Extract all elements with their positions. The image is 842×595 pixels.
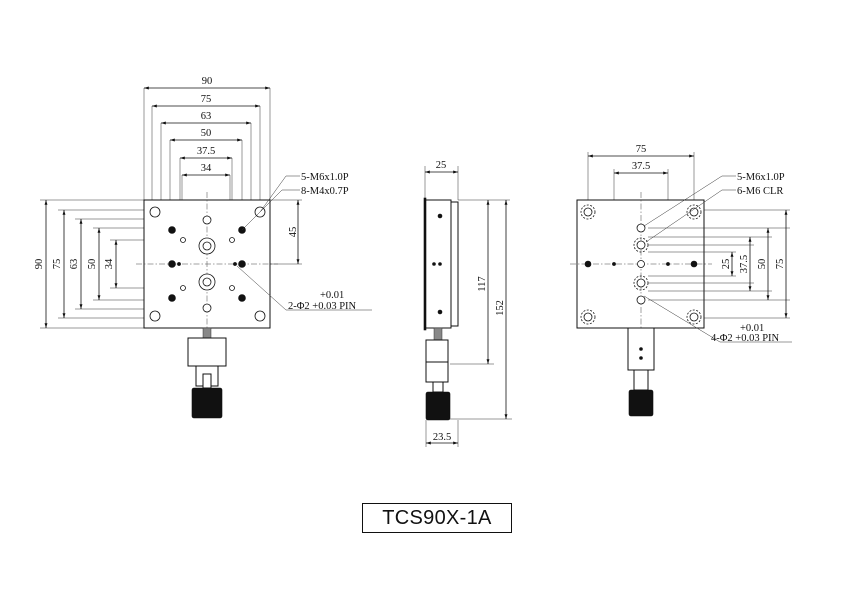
top-height-dim-75: 75	[52, 259, 63, 270]
bottom-width-dim-37-5: 37.5	[632, 161, 650, 172]
bottom-view: 75 37.5	[570, 144, 792, 417]
side-dim-117: 117	[477, 276, 488, 291]
top-view: 90 75 63 50 37.5 34 90 75 63 50 34 45	[34, 76, 372, 419]
top-view-micrometer	[187, 327, 227, 419]
top-view-callout-leaders	[236, 175, 372, 311]
top-width-dim-50: 50	[201, 128, 212, 139]
bottom-view-holes	[580, 204, 702, 325]
bottom-height-dim-50: 50	[757, 259, 768, 270]
bottom-pin-tolerance: +0.01	[740, 323, 764, 334]
top-pin-tolerance: +0.01	[320, 290, 344, 301]
side-view-micrometer	[425, 327, 451, 421]
bottom-pin-label: 4-Φ2 +0.03 PIN	[711, 333, 780, 344]
top-width-dim-90: 90	[202, 76, 213, 87]
side-view-stage-body	[424, 199, 452, 329]
top-dim-45: 45	[288, 227, 299, 238]
bottom-view-micrometer	[627, 327, 655, 417]
bottom-callout-m6: 5-M6x1.0P	[737, 172, 785, 183]
bottom-width-dim-75: 75	[636, 144, 647, 155]
bottom-callout-clr: 6-M6 CLR	[737, 186, 783, 197]
top-width-dim-63: 63	[201, 111, 212, 122]
top-callout-m4: 8-M4x0.7P	[301, 186, 349, 197]
bottom-height-dim-75: 75	[775, 259, 786, 270]
top-width-dim-75: 75	[201, 94, 212, 105]
top-view-width-dimension-lines	[144, 86, 270, 177]
side-dim-25: 25	[436, 160, 447, 171]
model-label: TCS90X-1A	[362, 503, 512, 533]
bottom-height-dim-37-5: 37.5	[739, 255, 750, 273]
top-width-dim-37-5: 37.5	[197, 146, 215, 157]
top-callout-m6: 5-M6x1.0P	[301, 172, 349, 183]
side-view: 25 117 152 23.5	[423, 160, 512, 447]
bottom-height-dim-25: 25	[721, 259, 732, 270]
top-view-height-dimension-lines	[44, 200, 118, 328]
bottom-view-callout-leaders	[643, 175, 792, 343]
side-dim-152: 152	[495, 300, 506, 316]
top-height-dim-34: 34	[104, 258, 115, 269]
top-height-dim-50: 50	[87, 259, 98, 270]
top-width-dim-34: 34	[201, 163, 212, 174]
side-dim-23-5: 23.5	[433, 432, 451, 443]
top-height-dim-63: 63	[69, 259, 80, 270]
top-pin-label: 2-Φ2 +0.03 PIN	[288, 301, 357, 312]
top-height-dim-90: 90	[34, 259, 45, 270]
